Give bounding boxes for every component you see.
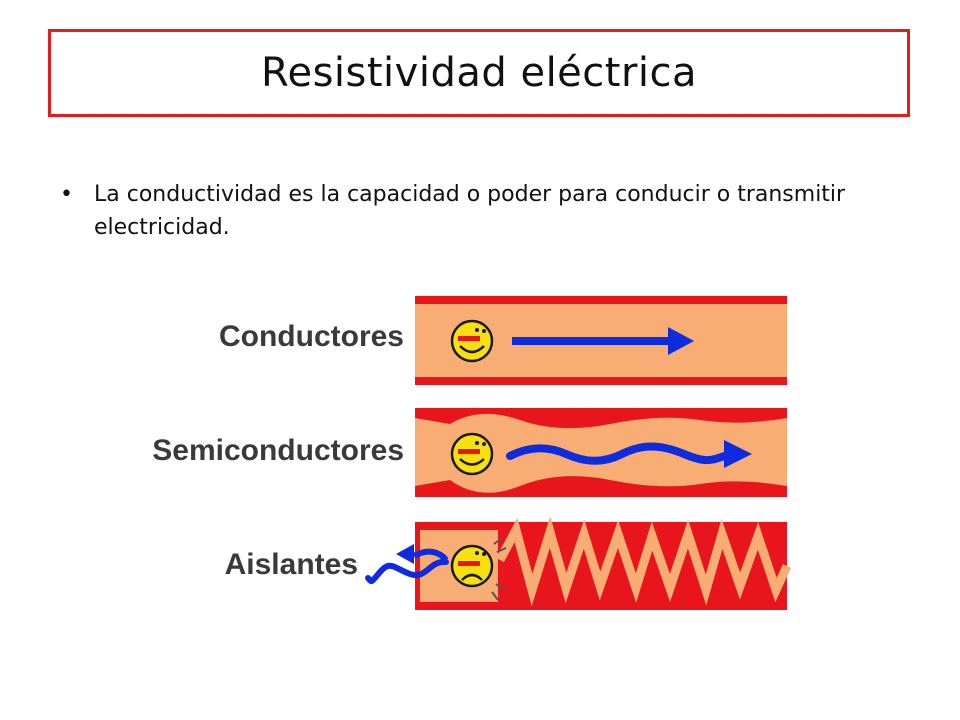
electron-smiley-icon [450,319,494,363]
row-label-semiconductores: Semiconductores [152,434,404,467]
electron-smiley-icon [450,432,494,476]
blue-arrow-icon [512,327,694,355]
slide-title: Resistividad eléctrica [260,50,698,96]
zigzag-barrier-icon [496,516,792,607]
row-label-conductores: Conductores [219,320,404,353]
title-box: Resistividad eléctrica [48,29,910,117]
bounce-back-arrow-icon [365,544,449,585]
bullet-item: • La conductividad es la capacidad o pod… [60,178,920,244]
wavy-arrow-icon [506,440,752,468]
electron-worried-icon [450,537,507,601]
row-label-aislantes: Aislantes [225,548,358,581]
bullet-dot: • [60,182,73,207]
bullet-text: La conductividad es la capacidad o poder… [94,182,846,240]
